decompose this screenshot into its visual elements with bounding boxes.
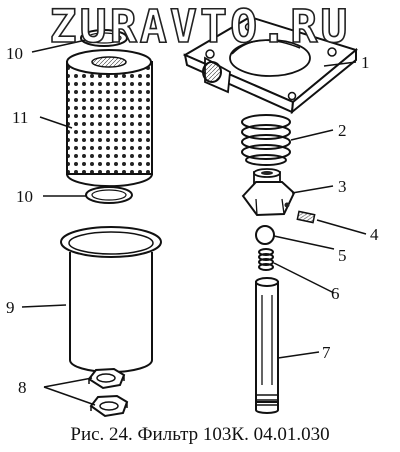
spring [241, 114, 291, 166]
callout-9: 9 [6, 298, 15, 317]
callout-8: 8 [18, 378, 27, 397]
callout-3: 3 [338, 177, 347, 196]
filter-housing [60, 226, 162, 373]
callout-11: 11 [12, 108, 28, 127]
callout-10-top: 10 [6, 44, 23, 63]
set-screw [296, 210, 316, 224]
callout-10-lower: 10 [16, 187, 33, 206]
filter-element [66, 49, 153, 188]
callout-7: 7 [322, 343, 331, 362]
watermark: ZURAVTO.RU [49, 0, 351, 53]
nut-upper [87, 367, 126, 390]
leader-lines [21, 39, 367, 406]
nut-lower [89, 394, 129, 418]
callout-6: 6 [331, 284, 340, 303]
center-tube [255, 277, 279, 414]
valve-body [241, 168, 296, 217]
callout-1: 1 [361, 53, 370, 72]
small-spring [258, 248, 274, 271]
figure-caption: Рис. 24. Фильтр 103К. 04.01.030 [70, 424, 330, 445]
callout-4: 4 [370, 225, 379, 244]
seal-ring-top [80, 29, 128, 47]
callout-2: 2 [338, 121, 347, 140]
seal-ring-bottom [85, 186, 133, 204]
valve-ball [255, 225, 275, 245]
callout-5: 5 [338, 246, 347, 265]
filter-cover [182, 15, 359, 115]
